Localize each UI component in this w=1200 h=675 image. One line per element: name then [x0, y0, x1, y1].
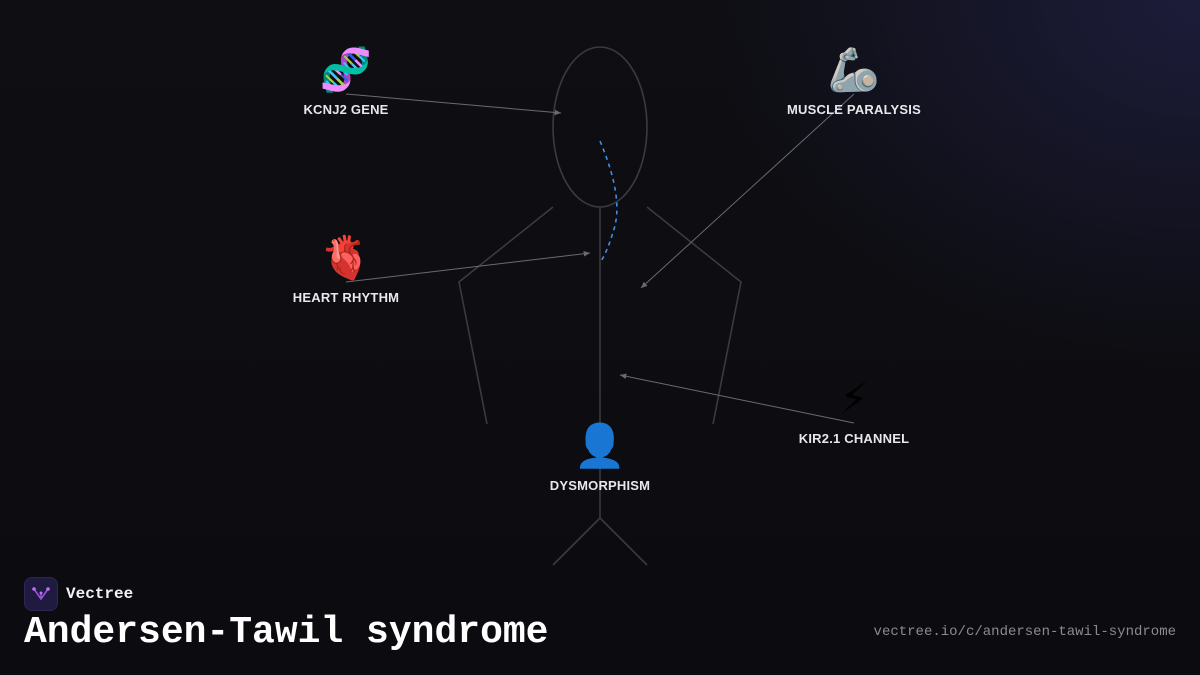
node-heart-rhythm: 🫀 HEART RHYTHM [292, 233, 400, 306]
brand-name: Vectree [66, 585, 134, 603]
figure-right-arm [646, 206, 742, 425]
brand[interactable]: Vectree [24, 577, 133, 611]
node-kir21-channel: ⚡ KIR2.1 CHANNEL [798, 374, 910, 447]
lightning-icon: ⚡ [839, 374, 869, 423]
page-title: Andersen-Tawil syndrome [24, 611, 549, 654]
node-label: HEART RHYTHM [292, 290, 400, 305]
node-label: KCNJ2 GENE [303, 102, 389, 117]
figure-right-leg [599, 517, 648, 566]
figure-head [552, 46, 648, 208]
node-label: DYSMORPHISM [549, 478, 651, 493]
anatomical-heart-icon: 🫀 [319, 233, 373, 282]
human-figure-outline [458, 46, 742, 566]
connectors [345, 93, 855, 424]
node-label: KIR2.1 CHANNEL [798, 431, 910, 446]
connector-heart-rhythm [345, 250, 591, 283]
page-url[interactable]: vectree.io/c/andersen-tawil-syndrome [873, 624, 1176, 640]
node-kcnj2-gene: 🧬 KCNJ2 GENE [303, 45, 389, 118]
dna-icon: 🧬 [319, 45, 373, 94]
node-dysmorphism: 👤 DYSMORPHISM [549, 421, 651, 494]
node-label: MUSCLE PARALYSIS [787, 102, 921, 117]
connector-kir21-channel [619, 373, 855, 424]
vectree-logo-icon [24, 577, 58, 611]
mechanical-arm-icon: 🦾 [827, 45, 881, 94]
person-silhouette-icon: 👤 [573, 421, 627, 470]
figure-left-leg [552, 517, 601, 566]
node-muscle-paralysis: 🦾 MUSCLE PARALYSIS [787, 45, 921, 118]
signal-path [599, 140, 618, 264]
connector-kcnj2-gene [345, 93, 562, 116]
figure-left-arm [458, 206, 554, 425]
connector-muscle-paralysis [640, 93, 855, 289]
